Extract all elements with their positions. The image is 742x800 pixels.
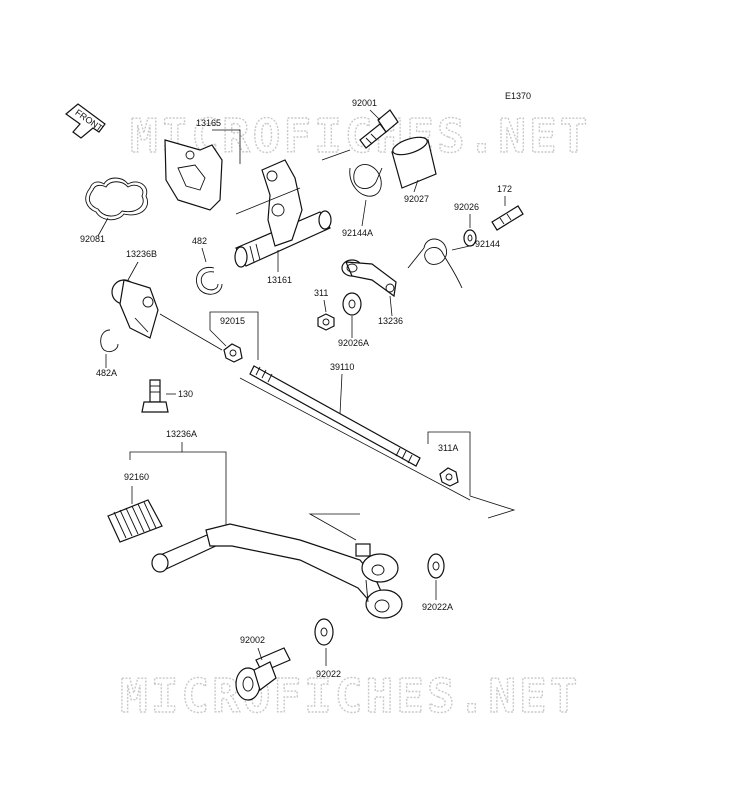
washer-92026A [342, 292, 362, 316]
label-92015: 92015 [220, 316, 245, 326]
pin-172 [491, 205, 524, 231]
nut-92015 [223, 343, 243, 363]
label-13161: 13161 [267, 275, 292, 285]
rubber-92160 [107, 499, 163, 543]
circlip-482 [196, 266, 223, 295]
label-92160: 92160 [124, 472, 149, 482]
nut-311 [317, 313, 335, 331]
clamp-13236B [111, 279, 159, 339]
label-92022A: 92022A [422, 602, 453, 612]
bolt-92001 [359, 109, 399, 149]
label-482A: 482A [96, 368, 117, 378]
nut-311A [439, 467, 459, 487]
label-92022: 92022 [316, 669, 341, 679]
shift-pedal-lever [151, 523, 403, 619]
spring-92144A [321, 149, 383, 197]
label-92026A: 92026A [338, 338, 369, 348]
bolt-130 [141, 379, 169, 413]
diagram-code: E1370 [505, 91, 531, 101]
spring-92144 [407, 238, 463, 289]
label-13236A: 13236A [166, 429, 197, 439]
washer-92022A [427, 553, 445, 579]
plate-13165 [164, 139, 223, 211]
watermark-bottom: MICROFICHES.NET [120, 669, 580, 723]
washer-92022 [314, 618, 334, 646]
label-92144A: 92144A [342, 228, 373, 238]
label-92144: 92144 [475, 239, 500, 249]
circlip-482A [100, 329, 119, 353]
label-92081: 92081 [80, 234, 105, 244]
label-39110: 39110 [330, 362, 354, 372]
label-92002: 92002 [240, 635, 265, 645]
label-13236: 13236 [378, 316, 403, 326]
label-13236B: 13236B [126, 249, 157, 259]
label-311: 311 [314, 288, 328, 298]
collar-92027 [391, 136, 437, 189]
label-482: 482 [192, 236, 207, 246]
label-92026: 92026 [454, 202, 479, 212]
label-311A: 311A [438, 443, 458, 453]
washer-92026 [463, 229, 477, 247]
arm-13236 [341, 259, 397, 298]
bolt-92002 [235, 647, 291, 701]
label-92027: 92027 [404, 194, 429, 204]
label-92001: 92001 [352, 98, 377, 108]
front-arrow-icon: FRONT [65, 103, 106, 139]
rod-39110 [249, 365, 421, 467]
shift-shaft-13161 [234, 159, 332, 268]
label-172: 172 [497, 184, 512, 194]
label-130: 130 [178, 389, 193, 399]
o-ring-92081 [85, 177, 148, 221]
label-13165: 13165 [196, 118, 221, 128]
